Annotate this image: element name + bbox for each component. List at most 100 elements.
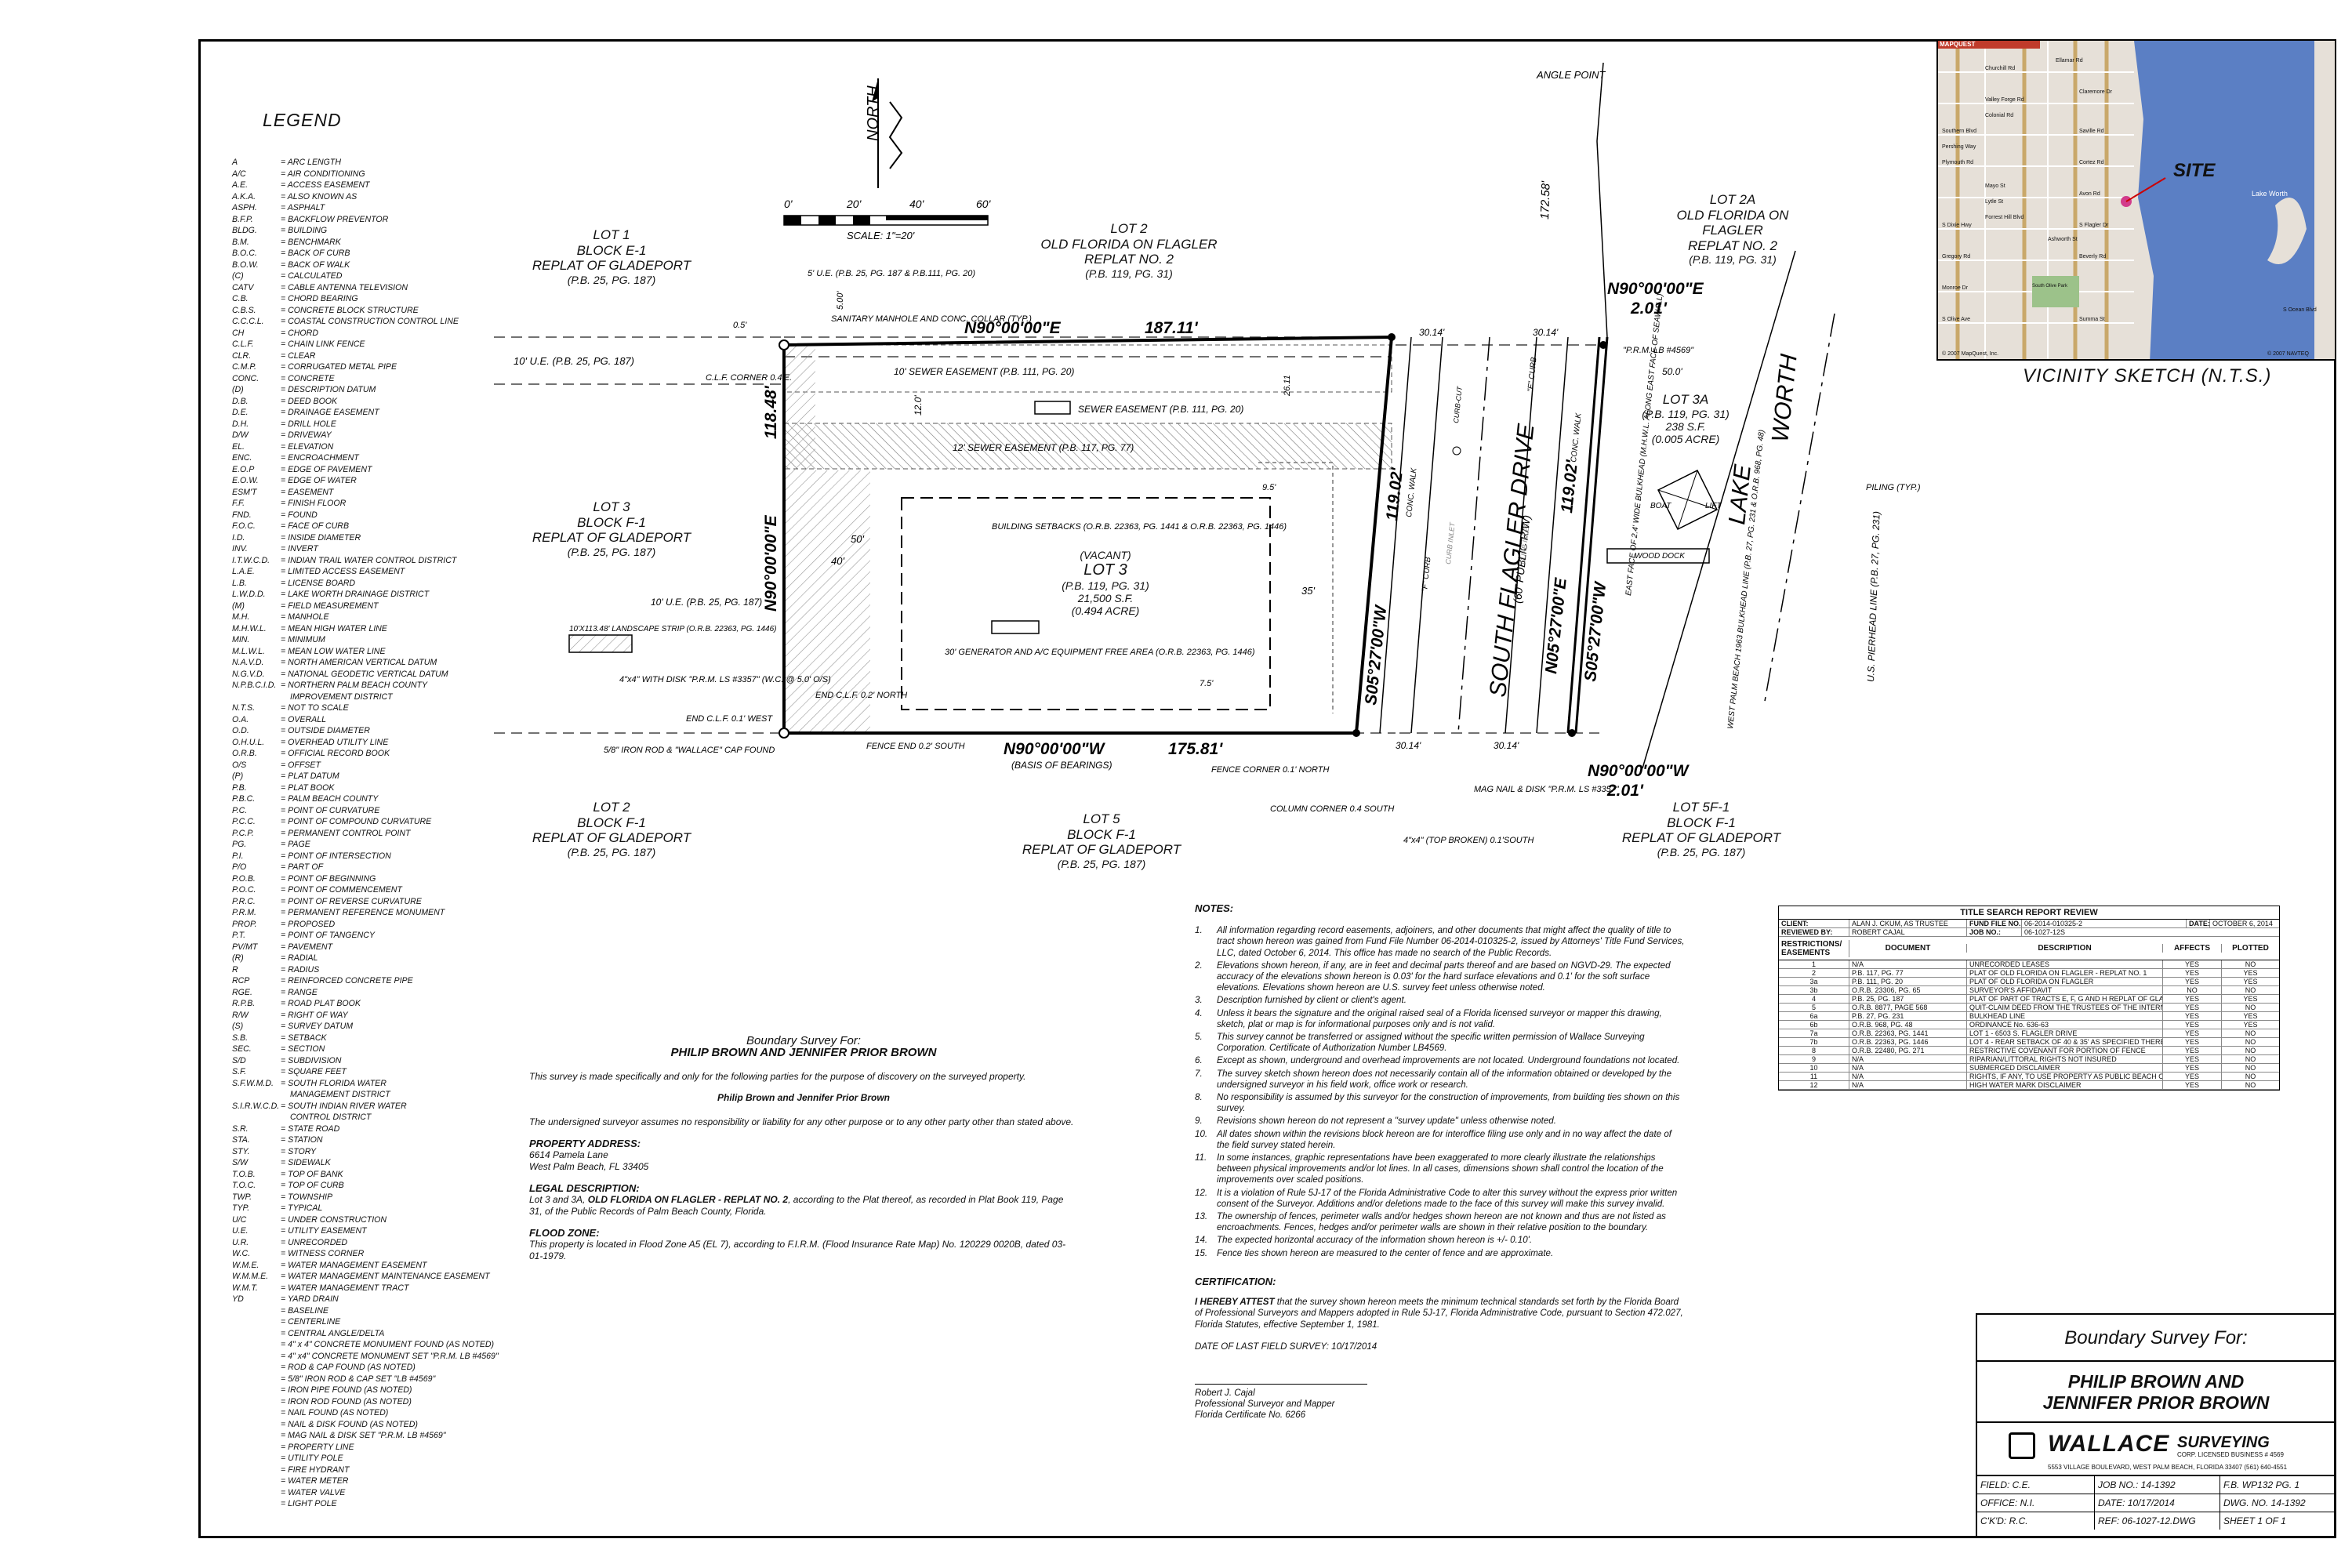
flood-heading: FLOOD ZONE: bbox=[529, 1227, 600, 1239]
legend-item: YD= YARD DRAIN bbox=[232, 1294, 339, 1304]
worth-label: WORTH bbox=[1767, 353, 1802, 444]
distance-172: 172.58' bbox=[1538, 180, 1553, 220]
legend-item: S/W= SIDEWALK bbox=[232, 1158, 331, 1167]
legend-item: S.R.= STATE ROAD bbox=[232, 1123, 340, 1134]
legend-item: C.M.P.= CORRUGATED METAL PIPE bbox=[232, 362, 397, 372]
street-lines bbox=[1355, 62, 1835, 769]
property-boundary bbox=[782, 335, 1394, 735]
dim-26: 26.11 bbox=[1283, 375, 1292, 397]
legend-item: S.I.R.W.C.D.= SOUTH INDIAN RIVER WATER bbox=[232, 1101, 407, 1111]
distance-ne: 2.01' bbox=[1630, 299, 1668, 318]
title-block-info: FIELD: C.E. JOB NO.: 14-1392 F.B. WP132 … bbox=[1977, 1476, 2335, 1530]
distance-south: 175.81' bbox=[1168, 740, 1223, 758]
bearing-ne: N90°00'00"E bbox=[1607, 280, 1704, 298]
legend-item: PG.= PAGE bbox=[232, 840, 310, 849]
legend-item: P.O.B.= POINT OF BEGINNING bbox=[232, 873, 376, 884]
dim-30b: 30.14' bbox=[1533, 327, 1559, 338]
street-label: Gregory Rd bbox=[1942, 254, 1971, 260]
field-survey-date: DATE OF LAST FIELD SURVEY: 10/17/2014 bbox=[1195, 1341, 1377, 1352]
legend-item: = MAG NAIL & DISK SET "P.R.M. LB #4569" bbox=[281, 1431, 446, 1440]
curb-f-label: "F" CURB bbox=[1421, 557, 1433, 593]
legend-item: O/S= OFFSET bbox=[232, 760, 321, 770]
legend-item: ENC.= ENCROACHMENT bbox=[232, 453, 359, 463]
survey-for-title: Boundary Survey For: bbox=[746, 1034, 861, 1047]
building-setbacks-label: BUILDING SETBACKS (O.R.B. 22363, PG. 144… bbox=[992, 522, 1287, 532]
dim-0.5: 0.5' bbox=[733, 321, 747, 330]
dim-35: 35' bbox=[1301, 585, 1315, 597]
scale-tick-40: 40' bbox=[909, 198, 925, 210]
fence-end-label: FENCE END 0.2' SOUTH bbox=[866, 742, 965, 751]
legend-item: (D)= DESCRIPTION DATUM bbox=[232, 385, 376, 394]
street-label: Mayo St bbox=[1985, 183, 2005, 189]
legend-item: C.C.C.L.= COASTAL CONSTRUCTION CONTROL L… bbox=[232, 317, 459, 326]
note-item: 15.Fence ties shown hereon are measured … bbox=[1195, 1247, 1554, 1258]
street-label: Monroe Dr bbox=[1942, 285, 1969, 291]
legend-item: PV/MT= PAVEMENT bbox=[232, 942, 333, 952]
legend-item: T.O.B.= TOP OF BANK bbox=[232, 1169, 343, 1179]
street-label: Ellamar Rd bbox=[2056, 58, 2083, 64]
bearing-south: N90°00'00"W bbox=[1004, 740, 1106, 758]
street-label: Summa St bbox=[2079, 317, 2105, 322]
signature-name: Robert J. Cajal bbox=[1195, 1383, 1367, 1399]
notes-block: NOTES: 1.All information regarding recor… bbox=[1195, 902, 1685, 1421]
rod-label: 5/8" IRON ROD & "WALLACE" CAP FOUND bbox=[604, 746, 775, 755]
lake-worth-water bbox=[2134, 41, 2335, 359]
legend-item: (R)= RADIAL bbox=[232, 953, 318, 963]
scale-tick-20: 20' bbox=[846, 198, 862, 210]
legend-item: = ROD & CAP FOUND (AS NOTED) bbox=[281, 1363, 416, 1372]
company-name-2: SURVEYING bbox=[2177, 1434, 2270, 1451]
nail-disk-icon bbox=[1568, 729, 1576, 737]
legend-item: P.C.C.= POINT OF COMPOUND CURVATURE bbox=[232, 817, 432, 826]
vicinity-map-svg bbox=[1938, 41, 2335, 359]
broken-monument-label: 4"x4" (TOP BROKEN) 0.1'SOUTH bbox=[1403, 836, 1534, 845]
setback-line bbox=[1258, 462, 1334, 713]
title-search-table: TITLE SEARCH REPORT REVIEW CLIENT:ALAN J… bbox=[1778, 906, 2280, 1091]
legend-item: (M)= FIELD MEASUREMENT bbox=[232, 601, 379, 611]
legend-item: (C)= CALCULATED bbox=[232, 271, 343, 281]
note-item: 12.It is a violation of Rule 5J-17 of th… bbox=[1195, 1187, 1678, 1209]
wood-dock bbox=[1606, 548, 1710, 564]
dim-50: 50.0' bbox=[1662, 366, 1682, 377]
street-label: Plymouth Rd bbox=[1942, 160, 1974, 165]
manhole-icon bbox=[1452, 446, 1461, 456]
legend-item: FND.= FOUND bbox=[232, 510, 318, 520]
vicinity-map: SITE Lake Worth MAPQUEST Ellamar Rd Chur… bbox=[1936, 39, 2336, 361]
legend-item: A.K.A.= ALSO KNOWN AS bbox=[232, 191, 358, 201]
legend-item: U/C= UNDER CONSTRUCTION bbox=[232, 1214, 387, 1225]
dim-30c: 30.14' bbox=[1396, 740, 1421, 751]
landscape-strip bbox=[815, 470, 870, 733]
mapquest-header: MAPQUEST bbox=[1940, 41, 1976, 48]
legend-item: L.B.= LICENSE BOARD bbox=[232, 578, 356, 588]
fence-corner-label: FENCE CORNER 0.1' NORTH bbox=[1211, 765, 1329, 775]
legend-item: CLR.= CLEAR bbox=[232, 350, 316, 361]
street-label: Valley Forge Rd bbox=[1985, 97, 2024, 103]
bearing-north: N90°00'00"E bbox=[964, 319, 1062, 337]
street-label: Cortez Rd bbox=[2079, 160, 2104, 165]
legend-item: = FIRE HYDRANT bbox=[281, 1465, 350, 1475]
legend-item: S.B.= SETBACK bbox=[232, 1033, 327, 1043]
street-label: Claremore Dr bbox=[2079, 89, 2113, 95]
legend-item: N.A.V.D.= NORTH AMERICAN VERTICAL DATUM bbox=[232, 658, 437, 667]
legend-item: C.L.F.= CHAIN LINK FENCE bbox=[232, 339, 365, 349]
legend-item: P.B.= PLAT BOOK bbox=[232, 782, 335, 793]
boat-label: BOAT bbox=[1650, 502, 1671, 510]
legend-item: R/W= RIGHT OF WAY bbox=[232, 1010, 348, 1020]
note-item: 7.The survey sketch shown hereon does no… bbox=[1195, 1068, 1672, 1090]
lake-label: LAKE bbox=[1724, 463, 1756, 526]
legend-item: = BASELINE bbox=[281, 1305, 328, 1316]
signature-cert: Florida Certificate No. 6266 bbox=[1195, 1410, 1306, 1421]
legend-item: = NAIL & DISK FOUND (AS NOTED) bbox=[281, 1419, 418, 1429]
wood-dock-label: WOOD DOCK bbox=[1635, 552, 1686, 561]
company-logo: WALLACE SURVEYING CORP. LICENSED BUSINES… bbox=[1977, 1423, 2335, 1476]
legend-item: U.R.= UNRECORDED bbox=[232, 1237, 348, 1247]
rod-cap-icon bbox=[779, 728, 789, 739]
ue10-left-label: 10' U.E. (P.B. 25, PG. 187) bbox=[651, 597, 762, 608]
generator-label: 30' GENERATOR AND A/C EQUIPMENT FREE ARE… bbox=[945, 648, 1255, 657]
legal-heading: LEGAL DESCRIPTION: bbox=[529, 1182, 640, 1194]
legend-item: = PROPERTY LINE bbox=[281, 1442, 354, 1452]
